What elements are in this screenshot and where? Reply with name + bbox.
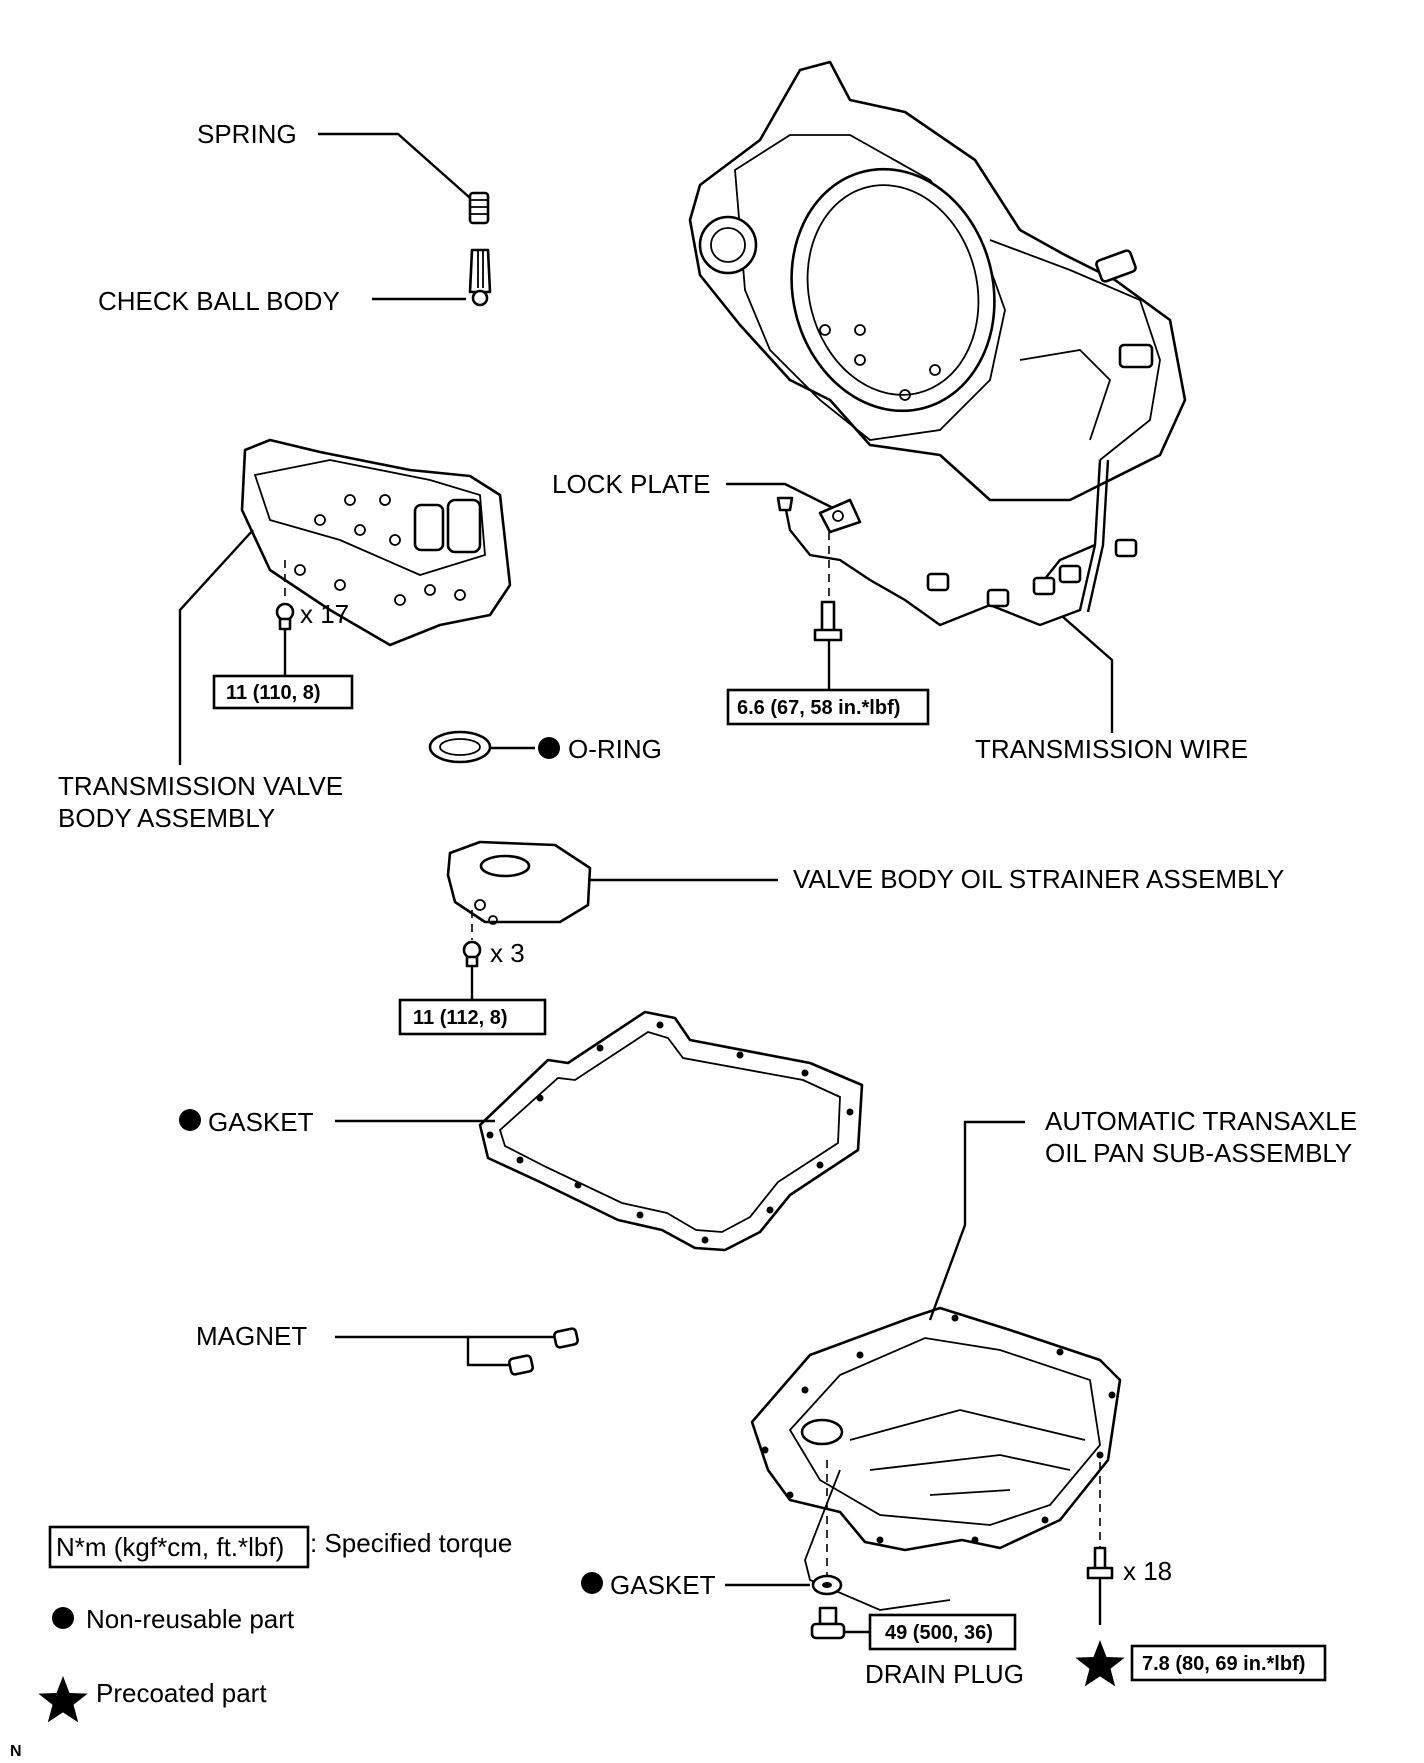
torque-value-drain-plug: 49 (500, 36) <box>885 1622 993 1644</box>
transmission-valve-body <box>240 438 512 647</box>
magnet-label: MAGNET <box>196 1321 307 1351</box>
o-ring-label: O-RING <box>568 734 662 764</box>
gasket-pan-label: GASKET <box>208 1107 314 1137</box>
gasket-drain-label: GASKET <box>610 1570 716 1600</box>
spring-icon <box>468 191 490 225</box>
drain-gasket-icon <box>811 1574 843 1596</box>
valve-body-label-line2: BODY ASSEMBLY <box>58 803 275 833</box>
strainer-bolt-icon <box>462 940 482 968</box>
oil-strainer-label: VALVE BODY OIL STRAINER ASSEMBLY <box>793 864 1284 894</box>
torque-box-oil-pan <box>1130 1644 1327 1682</box>
legend-torque-desc: : Specified torque <box>310 1528 512 1558</box>
transmission-wire-label: TRANSMISSION WIRE <box>975 734 1248 764</box>
oil-pan-bolt-count: x 18 <box>1123 1556 1172 1586</box>
wire-grommet <box>776 496 794 512</box>
transaxle-case <box>688 60 1187 502</box>
oil-pan-label-line1: AUTOMATIC TRANSAXLE <box>1045 1106 1357 1136</box>
oil-pan-bolt-icon <box>1086 1546 1114 1580</box>
spring-label: SPRING <box>197 119 297 149</box>
check-ball-body-label: CHECK BALL BODY <box>98 286 340 316</box>
valve-body-label-line1: TRANSMISSION VALVE <box>58 771 343 801</box>
lock-plate <box>818 498 862 534</box>
transmission-wire <box>776 459 1138 627</box>
oil-pan-gasket <box>478 1010 864 1252</box>
non-reusable-icon <box>179 1109 201 1131</box>
torque-value-strainer: 11 (112, 8) <box>413 1007 508 1029</box>
non-reusable-icon <box>538 737 560 759</box>
legend-non-reusable-text: Non-reusable part <box>86 1604 295 1634</box>
torque-box-drain-plug <box>868 1613 1017 1651</box>
precoated-star-icon <box>1075 1640 1125 1687</box>
drain-plug-icon <box>810 1606 846 1640</box>
magnet-icon <box>508 1327 579 1376</box>
oil-pan <box>750 1306 1122 1611</box>
non-reusable-icon <box>581 1572 603 1594</box>
oil-pan-label-line2: OIL PAN SUB-ASSEMBLY <box>1045 1138 1352 1168</box>
corner-mark: N <box>10 1743 22 1760</box>
legend-precoated-star-icon <box>38 1676 88 1723</box>
torque-value-valve-body: 11 (110, 8) <box>226 682 321 704</box>
check-ball-body-icon <box>468 248 492 307</box>
wire-connector <box>1058 564 1082 584</box>
wire-connector <box>1114 538 1138 558</box>
torque-value-oil-pan: 7.8 (80, 69 in.*lbf) <box>1142 1653 1305 1675</box>
wire-connector <box>926 572 950 592</box>
torque-box-lock-plate <box>726 688 930 726</box>
valve-body-bolt-count: x 17 <box>300 599 349 629</box>
legend-torque-units: N*m (kgf*cm, ft.*lbf) <box>56 1532 284 1562</box>
torque-box-strainer <box>398 998 547 1036</box>
legend: N*m (kgf*cm, ft.*lbf) : Specified torque… <box>38 1525 512 1723</box>
valve-body-oil-strainer <box>446 840 592 925</box>
legend-precoated-text: Precoated part <box>96 1678 267 1708</box>
wire-connector <box>1032 576 1056 596</box>
legend-torque-box <box>48 1525 310 1569</box>
legend-non-reusable-icon <box>52 1607 74 1629</box>
lock-plate-bolt-icon <box>813 600 843 642</box>
valve-body-bolt-icon <box>275 602 295 631</box>
drain-plug-label: DRAIN PLUG <box>865 1659 1024 1689</box>
o-ring-icon <box>428 730 492 764</box>
torque-value-lock-plate: 6.6 (67, 58 in.*lbf) <box>737 697 900 719</box>
wire-connector <box>986 588 1010 608</box>
lock-plate-label: LOCK PLATE <box>552 469 710 499</box>
strainer-bolt-count: x 3 <box>490 938 525 968</box>
torque-box-valve-body <box>212 674 354 710</box>
